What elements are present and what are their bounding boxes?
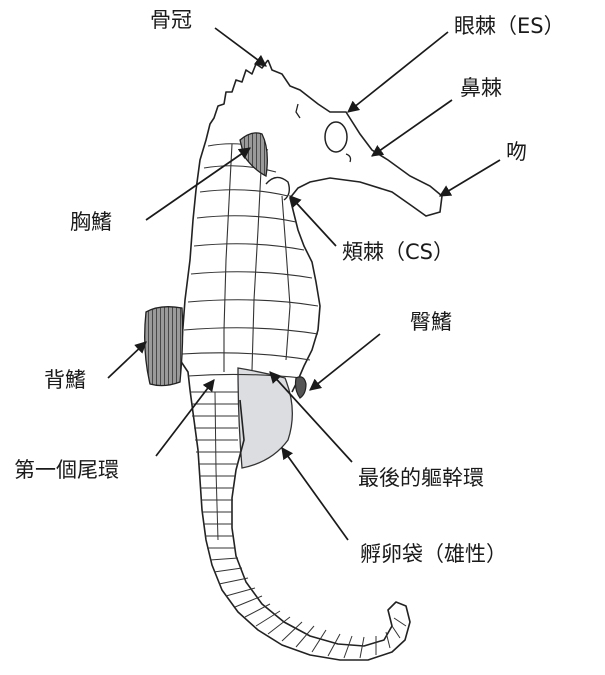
leader-brood-pouch [282, 448, 348, 540]
label-cheek-spine: 頰棘（CS） [342, 240, 454, 264]
leader-eye-spine [348, 32, 448, 112]
brood-pouch-shape [238, 368, 292, 468]
label-crown: 骨冠 [150, 8, 192, 32]
leader-anal-fin [310, 334, 380, 390]
label-first-tail-ring: 第一個尾環 [14, 458, 119, 482]
leader-pectoral-fin [146, 148, 250, 220]
label-last-trunk-ring: 最後的軀幹環 [358, 466, 484, 490]
crown-mark [296, 104, 300, 118]
leader-lines [108, 28, 500, 540]
tail-rings [190, 392, 406, 658]
body-outline [180, 60, 410, 660]
leader-snout [440, 160, 500, 196]
label-dorsal-fin: 背鰭 [44, 368, 86, 392]
belly-outline [268, 60, 442, 392]
label-brood-pouch: 孵卵袋（雄性） [360, 542, 507, 566]
leader-nasal-spine [372, 100, 452, 156]
leader-crown [215, 28, 266, 66]
label-eye-spine: 眼棘（ES） [454, 14, 565, 38]
leader-cheek-spine [290, 196, 336, 246]
label-snout: 吻 [506, 140, 527, 164]
leader-first-tail-ring [156, 380, 214, 456]
leader-dorsal-fin [108, 342, 146, 378]
eye [325, 122, 347, 152]
eye-mark [346, 154, 351, 162]
label-anal-fin: 臀鰭 [410, 310, 452, 334]
anal-fin-shape [296, 377, 307, 398]
trunk-rings [182, 144, 318, 378]
pectoral-fin-shape [240, 133, 267, 176]
label-pectoral-fin: 胸鰭 [70, 210, 112, 234]
cheek-spine-shape [266, 177, 289, 200]
dorsal-fin-shape [145, 307, 183, 386]
label-nasal-spine: 鼻棘 [460, 76, 502, 100]
